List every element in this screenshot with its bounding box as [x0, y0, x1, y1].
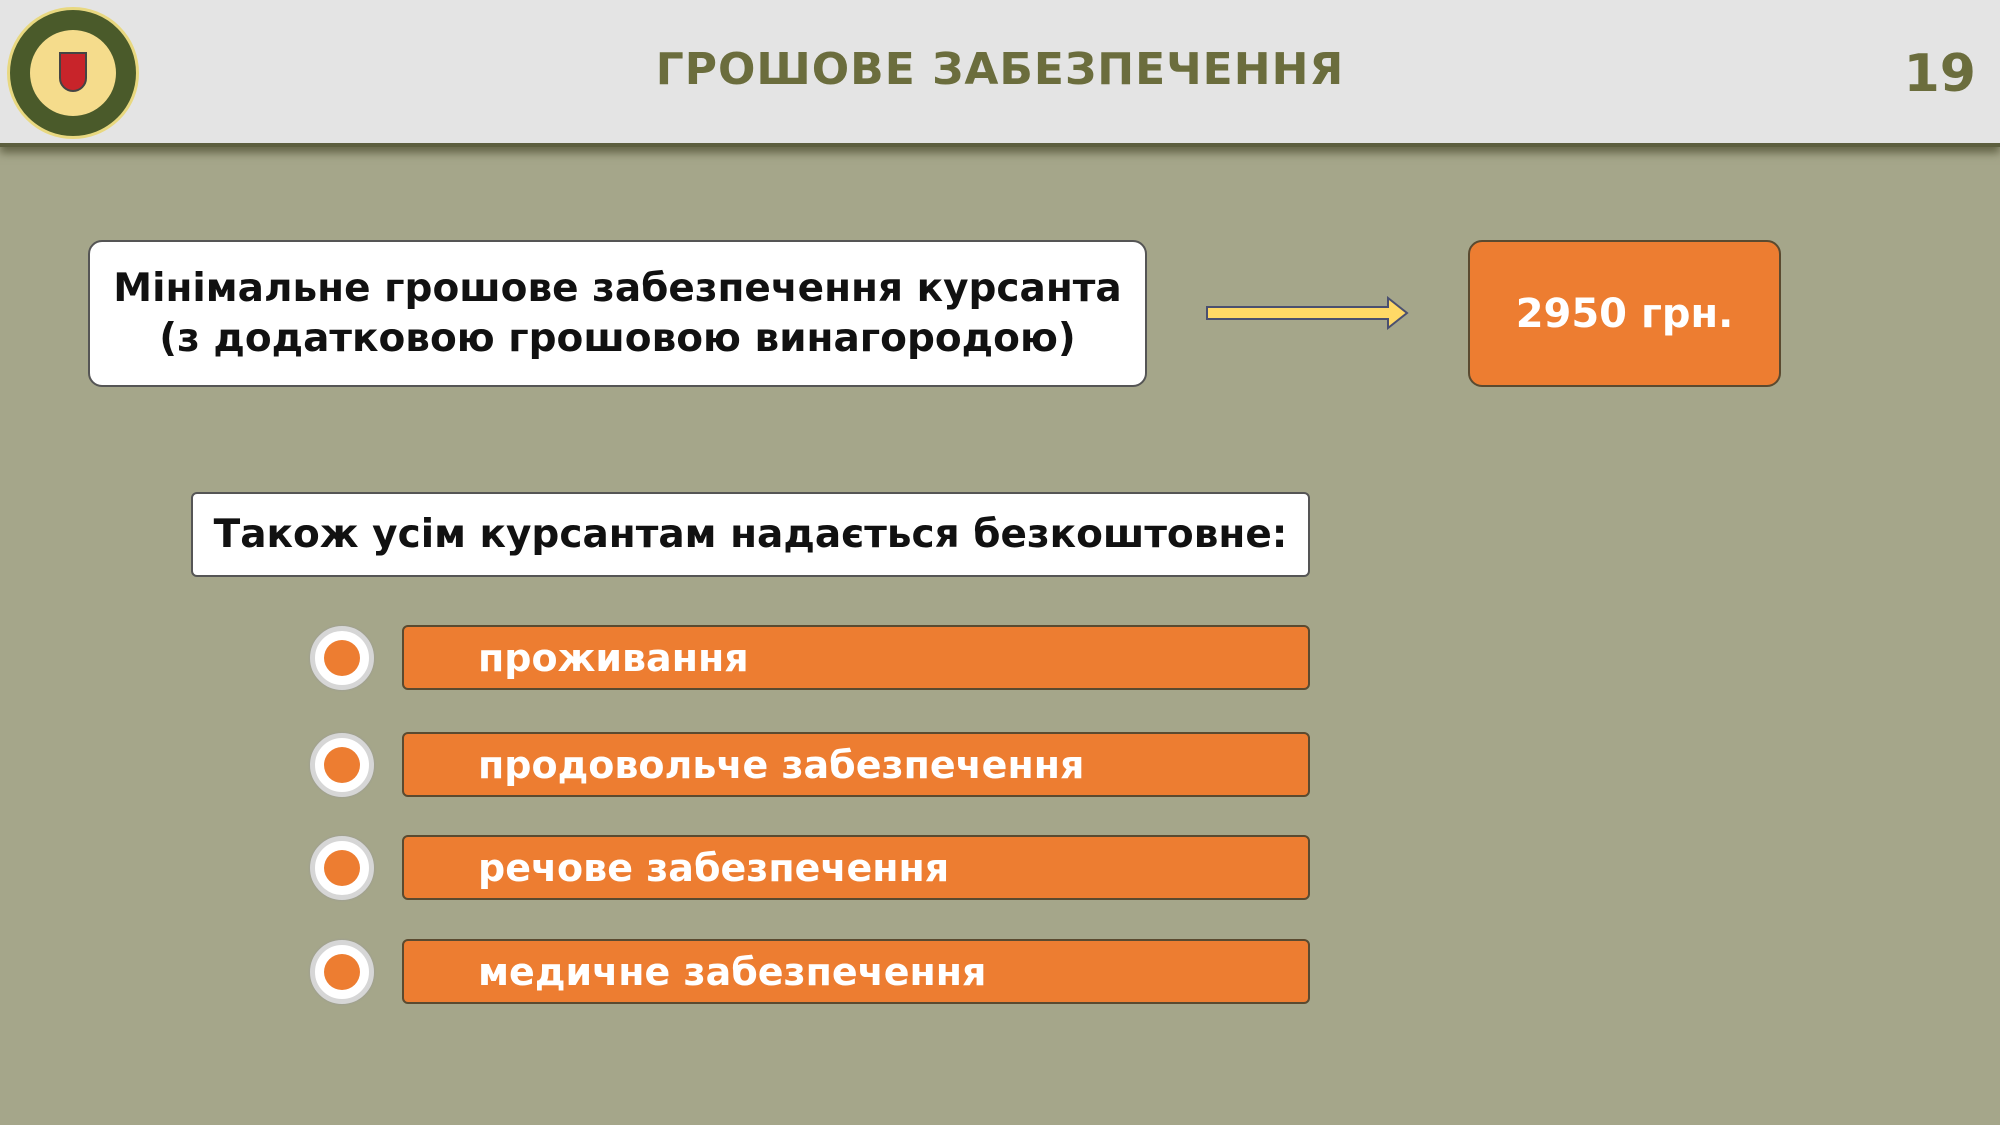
free-heading: Також усім курсантам надається безкоштов…	[191, 492, 1310, 577]
min-salary-line1: Мінімальне грошове забезпечення курсанта	[113, 265, 1122, 311]
shield-icon	[59, 52, 87, 92]
arrow-right-icon	[1206, 296, 1409, 330]
page-number: 19	[1903, 44, 1976, 104]
free-item-housing: проживання	[402, 625, 1310, 690]
salary-amount: 2950 грн.	[1468, 240, 1781, 387]
free-item-food: продовольче забезпечення	[402, 732, 1310, 797]
bullet-icon	[310, 940, 374, 1004]
bullet-icon	[310, 733, 374, 797]
free-item-medical: медичне забезпечення	[402, 939, 1310, 1004]
bullet-icon	[310, 626, 374, 690]
institute-logo	[7, 7, 139, 139]
bullet-icon	[310, 836, 374, 900]
min-salary-box: Мінімальне грошове забезпечення курсанта…	[88, 240, 1147, 387]
free-item-clothing: речове забезпечення	[402, 835, 1310, 900]
slide-header: ГРОШОВЕ ЗАБЕЗПЕЧЕННЯ 19	[0, 0, 2000, 147]
min-salary-line2: (з додатковою грошовою винагородою)	[159, 315, 1076, 361]
slide-title: ГРОШОВЕ ЗАБЕЗПЕЧЕННЯ	[655, 44, 1345, 95]
